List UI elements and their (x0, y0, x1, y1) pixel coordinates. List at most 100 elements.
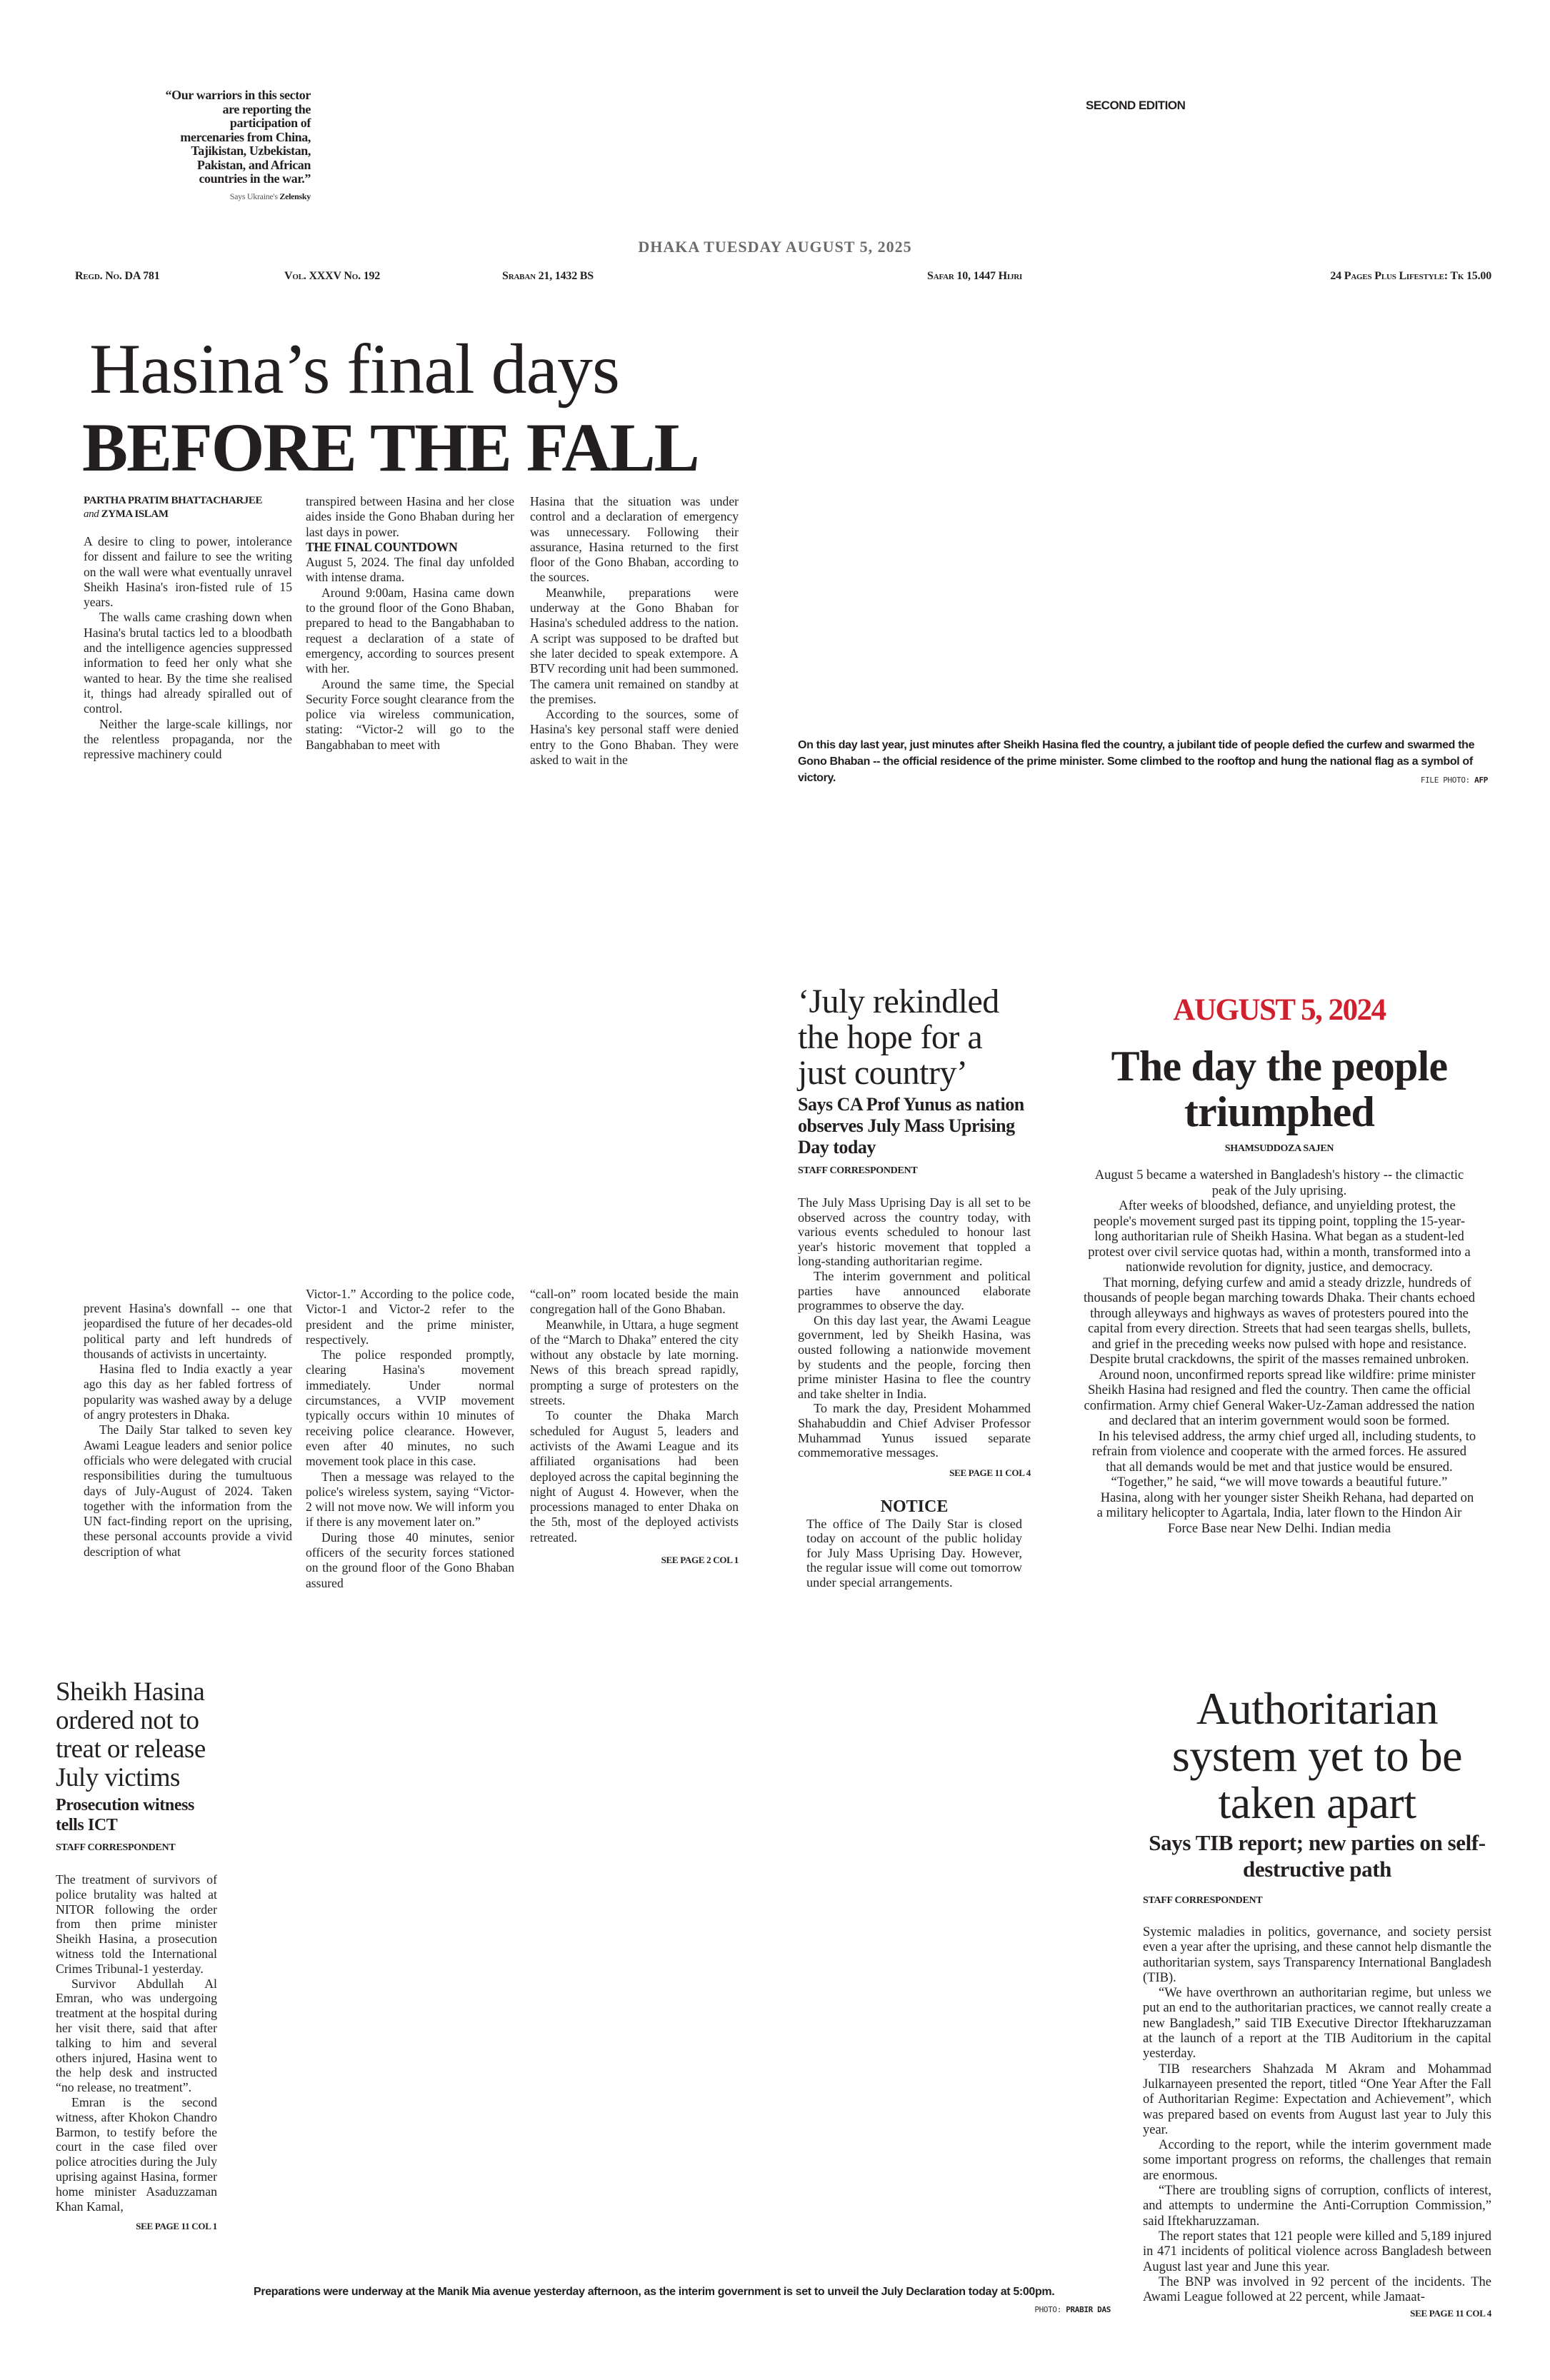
lead-col2-bottom: Victor-1.” According to the police code,… (306, 1287, 514, 1637)
paragraph: To counter the Dhaka March scheduled for… (530, 1408, 739, 1545)
tib-subhead: Says TIB report; new parties on self-des… (1149, 1830, 1486, 1882)
tib-byline: STAFF CORRESPONDENT (1143, 1895, 1263, 1906)
paragraph: The BNP was involved in 92 percent of th… (1143, 2274, 1491, 2305)
tib-body: Systemic maladies in politics, governanc… (1143, 1925, 1491, 2305)
paragraph: Survivor Abdullah Al Emran, who was unde… (56, 1976, 217, 2095)
paragraph: Systemic maladies in politics, governanc… (1143, 1925, 1492, 1985)
credit-label: FILE PHOTO: (1420, 775, 1470, 785)
attribution-prefix: Says Ukraine's (229, 191, 278, 201)
lead-headline-kicker: BEFORE THE FALL (82, 409, 700, 486)
aug5-story: AUGUST 5, 2024 The day the people triump… (1082, 993, 1476, 1536)
lead-jump-link[interactable]: SEE PAGE 2 COL 1 (661, 1555, 739, 1566)
paragraph: Then a message was relayed to the police… (306, 1469, 514, 1530)
paragraph: Meanwhile, in Uttara, a huge segment of … (530, 1317, 739, 1408)
paragraph: prevent Hasina's downfall -- one that je… (84, 1301, 292, 1361)
bottom-photo-caption: Preparations were underway at the Manik … (254, 2284, 1111, 2318)
byline-author-2: ZYMA ISLAM (101, 508, 169, 520)
paragraph: According to the report, while the inter… (1143, 2138, 1491, 2183)
july-body: The July Mass Uprising Day is all set to… (798, 1195, 1031, 1460)
credit-label: PHOTO: (1034, 2305, 1061, 2314)
caption-text: On this day last year, just minutes afte… (798, 739, 1475, 784)
credit-name: PRABIR DAS (1066, 2305, 1111, 2314)
paragraph: The Daily Star talked to seven key Awami… (84, 1422, 292, 1559)
manik-mia-avenue-photo (229, 1657, 1114, 2278)
lead-headline: Hasina’s final days (89, 329, 620, 408)
paragraph: Hasina fled to India exactly a year ago … (84, 1362, 292, 1422)
photo-credit: PHOTO: PRABIR DAS (1034, 2301, 1111, 2318)
paragraph: Hasina that the situation was under cont… (530, 494, 739, 585)
paragraph: On this day last year, the Awami League … (798, 1312, 1031, 1401)
july-jump-link[interactable]: SEE PAGE 11 COL 4 (949, 1467, 1031, 1478)
tib-jump-link[interactable]: SEE PAGE 11 COL 4 (1410, 2308, 1491, 2319)
caption-text: Preparations were underway at the Manik … (254, 2286, 1055, 2298)
pages-price: 24 Pages Plus Lifestyle: Tk 15.00 (1330, 270, 1491, 282)
byline-and: and (84, 508, 99, 520)
ict-jump-link[interactable]: SEE PAGE 11 COL 1 (136, 2221, 217, 2232)
paragraph: The treatment of survivors of police bru… (56, 1872, 217, 1976)
paragraph: Around 9:00am, Hasina came down to the g… (306, 585, 514, 676)
paragraph: The July Mass Uprising Day is all set to… (798, 1195, 1031, 1269)
paragraph: Hasina, along with her younger sister Sh… (1096, 1490, 1474, 1536)
paragraph: Meanwhile, preparations were underway at… (530, 585, 739, 706)
aug5-body: August 5 became a watershed in Banglades… (1082, 1168, 1476, 1536)
paragraph: The police responded promptly, clearing … (306, 1347, 514, 1469)
notice-title: NOTICE (880, 1497, 949, 1516)
tib-headline: Authoritarian system yet to be taken apa… (1171, 1683, 1463, 1828)
ict-body: The treatment of survivors of police bru… (56, 1872, 217, 2214)
paragraph: To mark the day, President Mohammed Shah… (798, 1401, 1031, 1460)
notice-paragraph: The office of The Daily Star is closed t… (806, 1516, 1022, 1590)
ict-subhead: Prosecution witness tells ICT (56, 1796, 194, 1834)
aug5-byline: SHAMSUDDOZA SAJEN (1224, 1143, 1334, 1154)
july-subhead: Says CA Prof Yunus as nation observes Ju… (798, 1094, 1024, 1158)
paragraph: After weeks of bloodshed, defiance, and … (1088, 1198, 1471, 1275)
paragraph: Neither the large-scale killings, nor th… (84, 716, 292, 762)
credit-name: AFP (1474, 775, 1488, 785)
paragraph: TIB researchers Shahzada M Akram and Moh… (1143, 2062, 1491, 2137)
lead-col1-top: PARTHA PRATIM BHATTACHARJEE and ZYMA ISLA… (84, 494, 292, 805)
paragraph: According to the sources, some of Hasina… (530, 707, 739, 768)
paragraph: The interim government and political par… (798, 1268, 1031, 1313)
lead-col3-top: Hasina that the situation was under cont… (530, 494, 739, 805)
lead-col2-top: transpired between Hasina and her close … (306, 494, 514, 805)
edition-label: SECOND EDITION (1086, 99, 1186, 112)
aug5-kicker: AUGUST 5, 2024 (1173, 993, 1386, 1027)
top-photo-caption: On this day last year, just minutes afte… (798, 737, 1488, 788)
pull-quote-attribution: Says Ukraine's Zelensky (164, 191, 311, 202)
paragraph: During those 40 minutes, senior officers… (306, 1530, 514, 1590)
paragraph: August 5 became a watershed in Banglades… (1094, 1168, 1464, 1198)
paragraph: Around noon, unconfirmed reports spread … (1084, 1367, 1476, 1429)
paragraph: Victor-1.” According to the police code,… (306, 1287, 514, 1347)
lead-byline: PARTHA PRATIM BHATTACHARJEE and ZYMA ISLA… (84, 494, 292, 521)
paragraph: The walls came crashing down when Hasina… (84, 610, 292, 716)
paragraph: transpired between Hasina and her close … (306, 494, 514, 539)
dateline: DHAKA TUESDAY AUGUST 5, 2025 (638, 238, 912, 256)
photo-credit: FILE PHOTO: AFP (1421, 772, 1488, 788)
ict-story: Sheikh Hasina ordered not to treat or re… (56, 1678, 217, 2232)
attribution-name: Zelensky (279, 191, 311, 201)
paragraph: The report states that 121 people were k… (1143, 2229, 1491, 2274)
notice-text: The office of The Daily Star is closed t… (798, 1517, 1031, 1590)
paragraph: “There are troubling signs of corruption… (1143, 2184, 1491, 2229)
tib-story: Authoritarian system yet to be taken apa… (1143, 1685, 1491, 2319)
registration-number: Regd. No. DA 781 (75, 270, 160, 282)
paragraph: A desire to cling to power, intolerance … (84, 534, 292, 610)
lead-col3-bottom: “call-on” room located beside the main c… (530, 1287, 739, 1637)
pull-quote: “Our warriors in this sector are reporti… (165, 88, 311, 186)
paragraph: Around the same time, the Special Securi… (306, 676, 514, 752)
volume-number: Vol. XXXV No. 192 (284, 270, 381, 282)
aug5-headline: The day the people triumphed (1111, 1043, 1448, 1135)
paragraph: “We have overthrown an authoritarian reg… (1143, 1986, 1491, 2062)
july-byline: STAFF CORRESPONDENT (798, 1165, 918, 1176)
bangla-date: Sraban 21, 1432 BS (502, 270, 594, 282)
lead-col1-bottom: prevent Hasina's downfall -- one that je… (84, 1301, 292, 1637)
lead-subhead: THE FINAL COUNTDOWN (306, 539, 458, 554)
gono-bhaban-photo (798, 303, 1488, 732)
july-headline: ‘July rekindled the hope for a just coun… (798, 983, 999, 1092)
ict-byline: STAFF CORRESPONDENT (56, 1842, 176, 1853)
hijri-date: Safar 10, 1447 Hijri (927, 270, 1023, 282)
paragraph: August 5, 2024. The final day unfolded w… (306, 555, 514, 585)
ict-headline: Sheikh Hasina ordered not to treat or re… (56, 1677, 206, 1792)
paragraph: That morning, defying curfew and amid a … (1084, 1275, 1475, 1367)
byline-author-1: PARTHA PRATIM BHATTACHARJEE (84, 495, 263, 506)
july-story: ‘July rekindled the hope for a just coun… (798, 984, 1031, 1590)
